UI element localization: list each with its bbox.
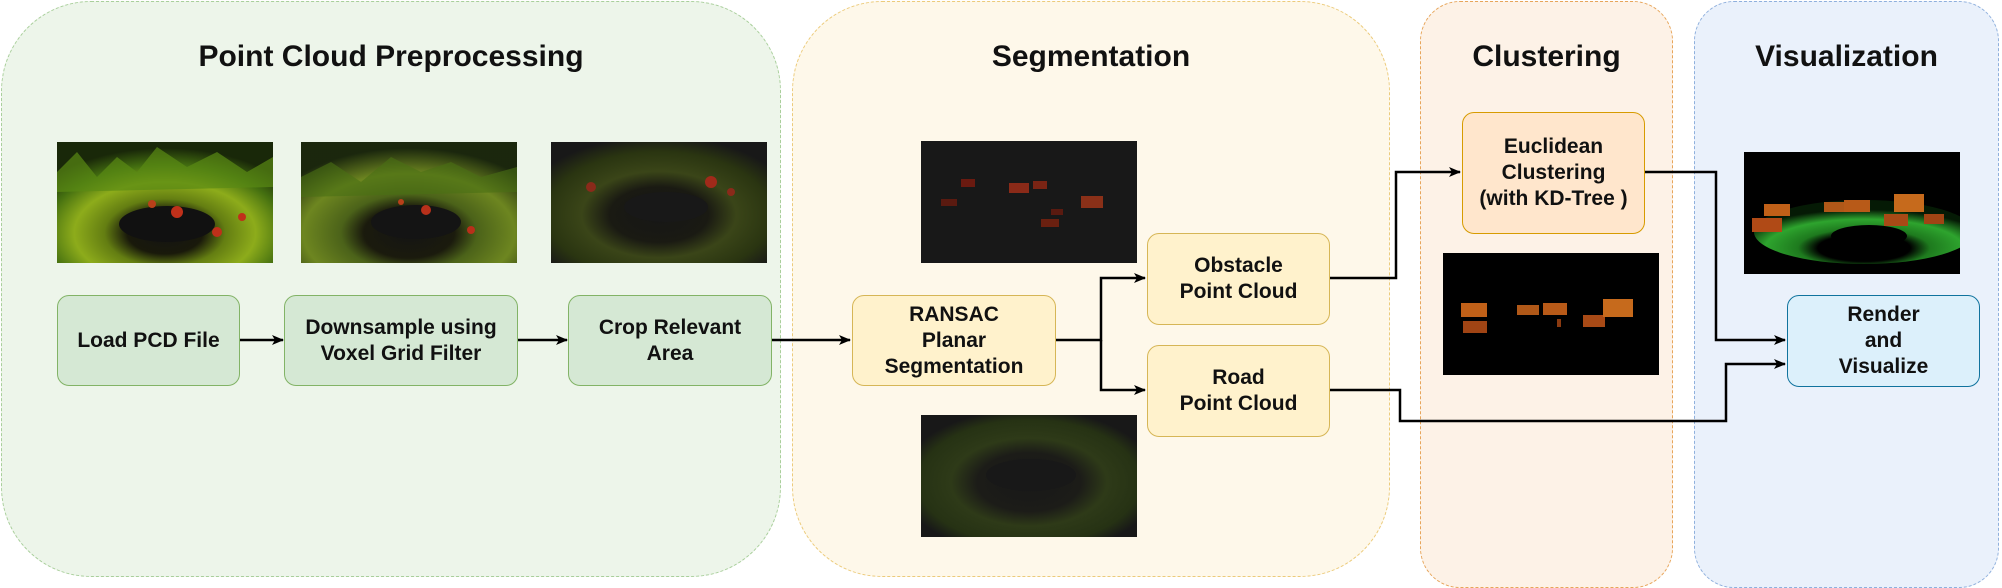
arrow-ransac-to-road bbox=[1099, 340, 1146, 395]
road-cloud-svg bbox=[921, 415, 1137, 537]
preprocessing-title: Point Cloud Preprocessing bbox=[198, 40, 584, 73]
clustering-title: Clustering bbox=[1472, 40, 1621, 73]
downsampled-cloud-svg bbox=[301, 142, 517, 263]
rendered-scene-image bbox=[1744, 152, 1960, 274]
road-cloud-image bbox=[921, 415, 1137, 537]
obstacle-cloud-node: Obstacle Point Cloud bbox=[1147, 233, 1330, 325]
arrow-euclidean-to-render bbox=[1645, 170, 1786, 345]
visualization-panel: Visualization bbox=[1694, 1, 1999, 588]
downsampled-cloud-image bbox=[301, 142, 517, 263]
clusters-svg bbox=[1443, 253, 1659, 375]
obstacle-cloud-svg bbox=[921, 141, 1137, 263]
arrow-obstacle-to-euclidean bbox=[1330, 167, 1461, 280]
crop-area-node: Crop Relevant Area bbox=[568, 295, 772, 386]
ransac-node: RANSAC Planar Segmentation bbox=[852, 295, 1056, 386]
raw-cloud-svg bbox=[57, 142, 273, 263]
preprocessing-panel: Point Cloud Preprocessing bbox=[1, 1, 781, 577]
obstacle-cloud-image bbox=[921, 141, 1137, 263]
road-cloud-node: Road Point Cloud bbox=[1147, 345, 1330, 437]
euclidean-clustering-node: Euclidean Clustering (with KD-Tree ) bbox=[1462, 112, 1645, 234]
arrow-road-to-render bbox=[1330, 359, 1786, 423]
segmentation-title: Segmentation bbox=[991, 40, 1191, 73]
downsample-node: Downsample using Voxel Grid Filter bbox=[284, 295, 518, 386]
visualization-title: Visualization bbox=[1755, 40, 1938, 73]
raw-cloud-image bbox=[57, 142, 273, 263]
rendered-scene-svg bbox=[1744, 152, 1960, 274]
clusters-image bbox=[1443, 253, 1659, 375]
arrow-ransac-to-obstacle bbox=[1056, 273, 1146, 342]
cropped-cloud-image bbox=[551, 142, 767, 263]
render-visualize-node: Render and Visualize bbox=[1787, 295, 1980, 387]
cropped-cloud-svg bbox=[551, 142, 767, 263]
load-pcd-node: Load PCD File bbox=[57, 295, 240, 386]
